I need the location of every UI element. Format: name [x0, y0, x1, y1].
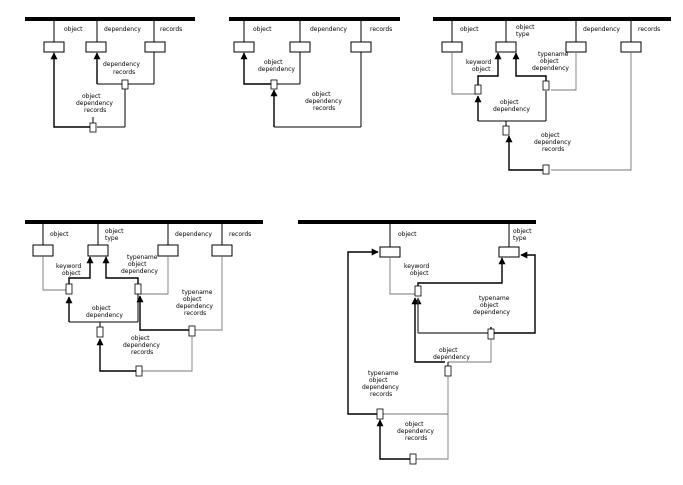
d4-dependency-box: [157, 244, 179, 257]
d3-label-records: records: [638, 26, 660, 33]
d4-label-keyword: keyword object: [56, 263, 83, 277]
d1-label-object: object: [64, 26, 83, 33]
d1-object-box: [43, 41, 65, 53]
d2-label-obj-dep: object dependency: [258, 59, 295, 73]
d5-object-type-box: [498, 246, 520, 258]
d3-object-box: [441, 41, 463, 53]
diagram-5-top-bar: [298, 220, 536, 224]
diagram-1-top-bar: [25, 17, 195, 21]
d4-label-obj-dep: object dependency: [86, 305, 123, 319]
diagram-3-top-bar: [433, 17, 671, 21]
d4-typename-dep-node: [134, 283, 142, 295]
d2-label-obj-dep-records: object dependency records: [305, 91, 344, 112]
d1-label-dep-records: dependency records: [103, 61, 142, 76]
d3-records-box: [620, 41, 642, 53]
d3-keyword-node: [474, 84, 482, 95]
d2-records-box: [350, 41, 372, 53]
d4-obj-dep-node: [96, 326, 104, 338]
d3-obj-dep-records-node: [542, 164, 550, 175]
diagram-3: object object type dependency records ke…: [433, 17, 671, 175]
d5-label-object: object: [398, 231, 417, 238]
d2-label-dependency: dependency: [310, 26, 347, 33]
d4-label-dependency: dependency: [175, 231, 212, 238]
diagram-4-top-bar: [25, 220, 263, 224]
d3-label-typename-dep: typename object dependency: [532, 51, 570, 72]
d3-label-object-type: object type: [516, 24, 536, 38]
d5-obj-dep-node: [444, 365, 452, 377]
d4-keyword-node: [65, 283, 73, 295]
d4-label-typename-dep-records: typename object dependency records: [176, 289, 215, 317]
d3-label-object: object: [460, 26, 479, 33]
d4-object-box: [32, 244, 54, 257]
d3-label-obj-dep-records: object dependency records: [534, 132, 573, 153]
d2-label-object: object: [253, 26, 272, 33]
d2-object-box: [233, 41, 255, 53]
d5-typename-dep-records-node: [376, 408, 384, 420]
d2-dependency-box: [289, 41, 311, 53]
d3-typename-dep-node: [542, 80, 550, 91]
diagram-4: object object type dependency records: [25, 220, 263, 377]
d1-obj-dep-records-node: [89, 122, 97, 133]
d5-object-box: [379, 246, 401, 258]
d5-obj-dep-records-node: [409, 453, 417, 465]
d3-label-obj-dep: object dependency: [493, 99, 530, 113]
d4-label-typename-dep: typename object dependency: [121, 254, 159, 275]
d2-obj-dep-node: [270, 79, 278, 90]
d3-label-keyword: keyword object: [466, 59, 493, 73]
diagram-2-top-bar: [229, 17, 400, 21]
d1-label-records: records: [160, 26, 182, 33]
d3-label-dependency: dependency: [583, 26, 620, 33]
d4-object-type-box: [87, 244, 109, 257]
diagram-1: object dependency records dependency rec…: [25, 17, 195, 133]
d1-records-box: [144, 41, 166, 53]
diagram-2: object dependency records object depende…: [229, 17, 400, 128]
d1-dependency-box: [85, 41, 107, 53]
d5-label-obj-dep-records: object dependency records: [397, 421, 436, 442]
d4-label-object: object: [50, 231, 69, 238]
d4-label-obj-dep-records: object dependency records: [123, 335, 162, 356]
d5-label-obj-dep: object dependency: [433, 347, 470, 361]
d2-label-records: records: [370, 26, 392, 33]
d4-records-box: [211, 244, 233, 257]
d5-typename-dep-node: [487, 328, 495, 340]
d4-typename-dep-records-node: [188, 325, 196, 337]
d5-label-typename-dep: typename object dependency: [473, 295, 511, 316]
d5-keyword-node: [414, 285, 422, 297]
diagram-5: object object type keyword object: [298, 220, 536, 465]
d5-label-object-type: object type: [513, 228, 533, 242]
d3-obj-dep-node: [502, 125, 510, 136]
d5-label-keyword: keyword object: [404, 263, 431, 277]
d3-object-type-box: [495, 41, 517, 53]
d4-label-object-type: object type: [105, 228, 125, 242]
d4-obj-dep-records-node: [135, 365, 143, 377]
d5-label-typename-dep-records: typename object dependency records: [362, 370, 401, 398]
d1-label-obj-dep-records: object dependency records: [76, 93, 115, 114]
d1-dep-records-node: [121, 79, 129, 90]
d1-label-dependency: dependency: [104, 26, 141, 33]
d4-label-records: records: [229, 231, 251, 238]
